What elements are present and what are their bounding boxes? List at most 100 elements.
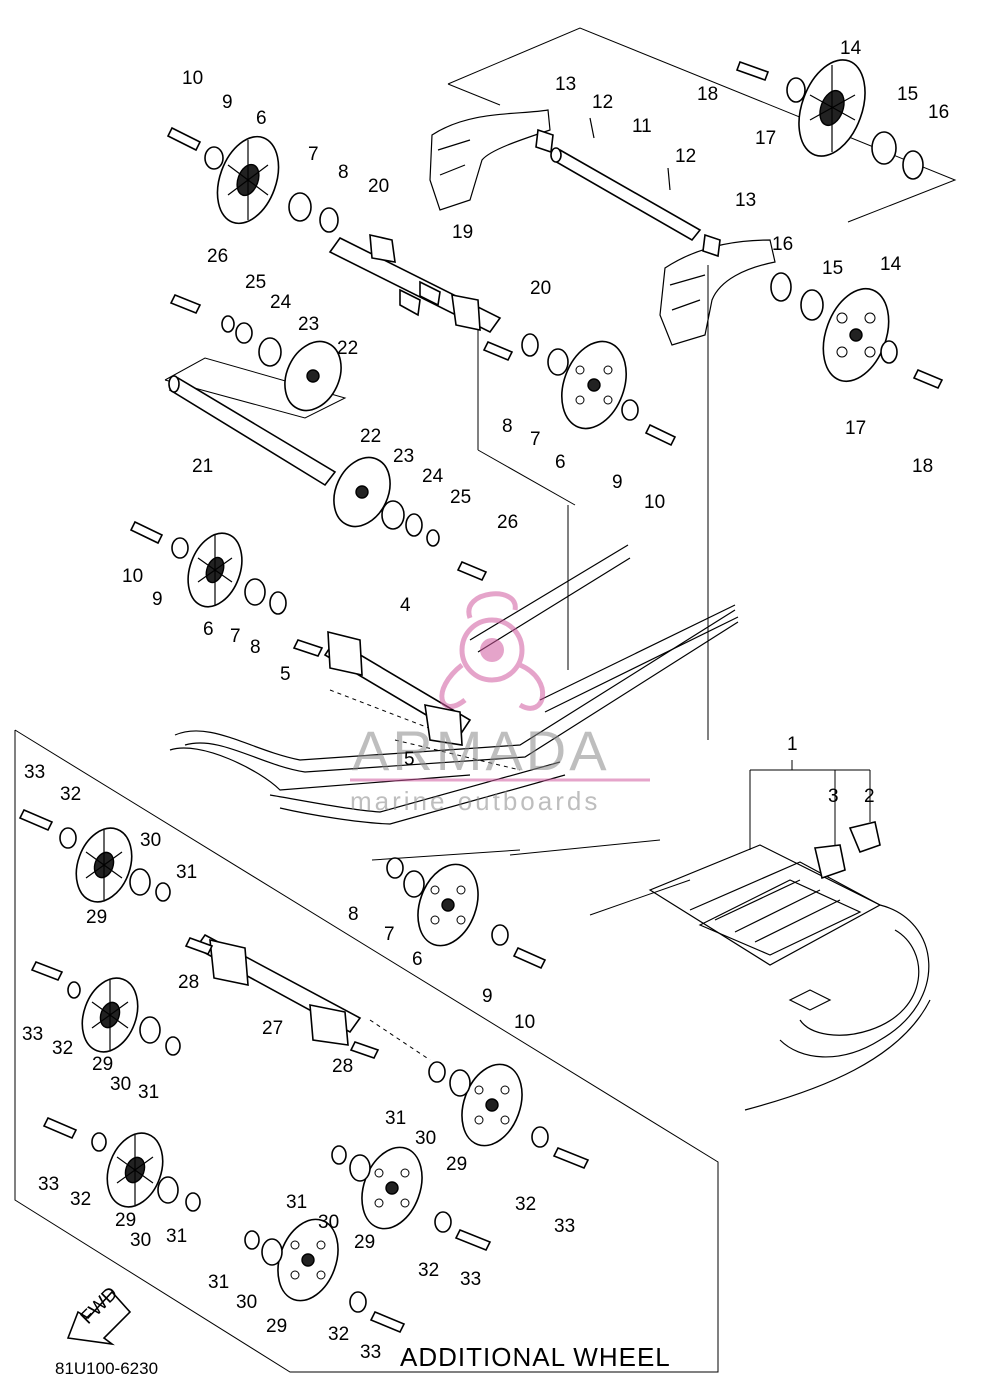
callout-number: 9 xyxy=(152,589,163,610)
callout-number: 6 xyxy=(203,619,214,640)
front-arm-left xyxy=(429,109,551,211)
callout-number: 7 xyxy=(530,429,541,450)
callout-number: 14 xyxy=(880,254,902,275)
callout-number: 29 xyxy=(446,1154,467,1175)
callout-number: 31 xyxy=(208,1272,229,1293)
callout-number: 25 xyxy=(245,272,266,293)
callout-number: 31 xyxy=(138,1082,159,1103)
callout-number: 28 xyxy=(178,972,199,993)
callout-number: 29 xyxy=(92,1054,113,1075)
callout-number: 16 xyxy=(772,234,793,255)
callout-number: 30 xyxy=(110,1074,131,1095)
callout-number: 29 xyxy=(266,1316,287,1337)
callout-number: 20 xyxy=(368,176,389,197)
callout-number: 33 xyxy=(24,762,45,783)
callout-number: 5 xyxy=(280,664,291,685)
callout-number: 8 xyxy=(348,904,359,925)
callout-number: 10 xyxy=(644,492,665,513)
axle-19 xyxy=(328,233,502,334)
callout-number: 25 xyxy=(450,487,471,508)
callout-number: 33 xyxy=(460,1269,481,1290)
callout-number: 22 xyxy=(360,426,381,447)
callout-number: 6 xyxy=(412,949,423,970)
watermark-title: ARMADA xyxy=(352,719,610,782)
callout-number: 32 xyxy=(328,1324,349,1345)
callout-number: 33 xyxy=(22,1024,43,1045)
callout-number: 33 xyxy=(38,1174,59,1195)
diagram-code: 81U100-6230 xyxy=(55,1359,158,1378)
callout-number: 6 xyxy=(256,108,267,129)
callout-number: 31 xyxy=(176,862,197,883)
callout-number: 31 xyxy=(166,1226,187,1247)
callout-number: 23 xyxy=(393,446,414,467)
callout-number: 31 xyxy=(286,1192,307,1213)
callout-number: 33 xyxy=(554,1216,575,1237)
callout-number: 19 xyxy=(452,222,473,243)
pivot-arm-4 xyxy=(323,630,472,746)
wheel-22-a xyxy=(284,340,342,412)
callout-number: 2 xyxy=(864,786,875,807)
wheel-29-a xyxy=(75,827,133,903)
wheel-29-c xyxy=(106,1132,164,1208)
wheel-14-right xyxy=(822,287,890,383)
wheel-6-top xyxy=(216,135,280,225)
callout-number: 32 xyxy=(418,1260,439,1281)
small-parts xyxy=(18,60,944,1334)
callout-number: 12 xyxy=(592,92,613,113)
callout-number: 9 xyxy=(222,92,233,113)
callout-number: 14 xyxy=(840,38,862,59)
callout-number: 32 xyxy=(52,1038,73,1059)
axle-27 xyxy=(194,933,362,1046)
callout-number: 29 xyxy=(354,1232,375,1253)
callout-number: 32 xyxy=(60,784,81,805)
fwd-arrow: FWD xyxy=(66,1283,132,1346)
callout-number: 30 xyxy=(415,1128,436,1149)
callout-number: 24 xyxy=(270,292,292,313)
callout-number: 7 xyxy=(308,144,319,165)
wheel-29-b xyxy=(81,977,139,1053)
wheel-6-left xyxy=(187,532,243,608)
callout-number: 22 xyxy=(337,338,358,359)
callout-number: 30 xyxy=(130,1230,151,1251)
callout-number: 24 xyxy=(422,466,444,487)
callout-number: 20 xyxy=(530,278,551,299)
callout-number: 7 xyxy=(230,626,241,647)
callout-number: 8 xyxy=(250,637,261,658)
frame-lines xyxy=(14,27,957,1373)
additional-wheel-label: ADDITIONAL WHEEL xyxy=(400,1342,671,1372)
callout-number: 16 xyxy=(928,102,949,123)
callout-number: 15 xyxy=(897,84,918,105)
callout-number: 5 xyxy=(404,749,415,770)
watermark: ARMADA marine outboards xyxy=(350,591,650,816)
callout-number: 28 xyxy=(332,1056,353,1077)
callout-number: 1 xyxy=(787,734,798,755)
callout-number: 33 xyxy=(360,1342,381,1363)
callout-number: 4 xyxy=(400,595,411,616)
watermark-subtitle: marine outboards xyxy=(350,786,600,816)
callout-number: 9 xyxy=(482,986,493,1007)
callout-number: 3 xyxy=(828,786,839,807)
callout-number: 15 xyxy=(822,258,843,279)
callout-number: 13 xyxy=(735,190,756,211)
callout-number: 30 xyxy=(236,1292,257,1313)
callout-number: 8 xyxy=(338,162,349,183)
callout-number: 8 xyxy=(502,416,513,437)
wheel-14-top xyxy=(798,59,866,157)
callout-number: 31 xyxy=(385,1108,406,1129)
callout-number: 26 xyxy=(207,246,228,267)
callout-number: 26 xyxy=(497,512,518,533)
callout-number: 17 xyxy=(845,418,866,439)
wheel-6-right xyxy=(561,340,627,430)
callout-number: 11 xyxy=(632,116,652,137)
callout-number: 29 xyxy=(86,907,107,928)
callout-number: 32 xyxy=(515,1194,536,1215)
callout-number: 18 xyxy=(697,84,718,105)
callout-number: 7 xyxy=(384,924,395,945)
shaft-11 xyxy=(550,147,702,242)
callout-number: 29 xyxy=(115,1210,136,1231)
callout-number: 13 xyxy=(555,74,576,95)
shaft-21 xyxy=(168,375,337,487)
